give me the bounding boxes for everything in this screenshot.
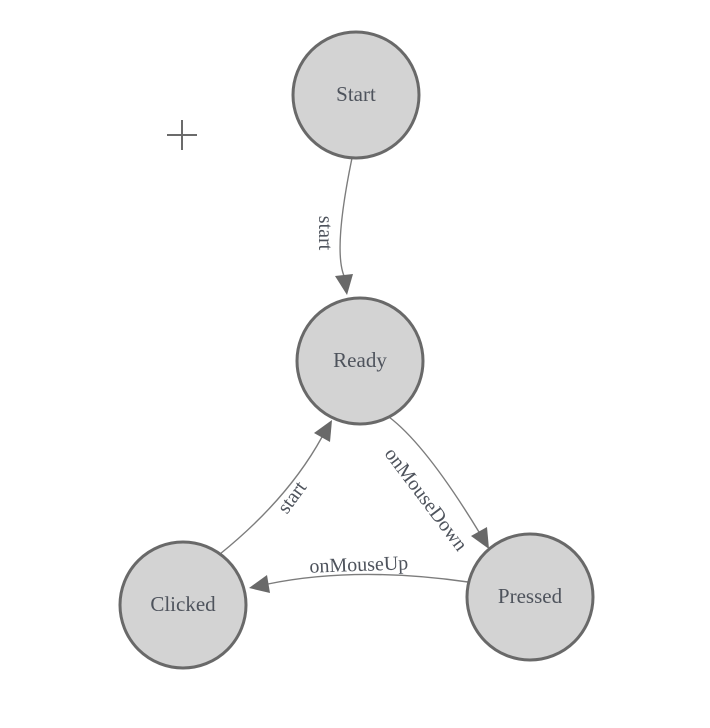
state-node-clicked: Clicked xyxy=(118,540,248,670)
transition-clicked-to-ready: start xyxy=(219,420,332,555)
arrowhead-icon xyxy=(471,527,489,549)
state-label-clicked: Clicked xyxy=(150,592,216,616)
transition-path[interactable] xyxy=(219,436,323,555)
state-node-ready: Ready xyxy=(295,296,425,426)
state-label-start: Start xyxy=(336,82,376,106)
transition-pressed-to-clicked: onMouseUp xyxy=(249,552,469,593)
transition-label: start xyxy=(314,216,336,251)
state-circle-start[interactable] xyxy=(291,30,421,160)
state-circle-ready[interactable] xyxy=(295,296,425,426)
arrowhead-icon xyxy=(249,575,270,593)
state-circle-pressed[interactable] xyxy=(465,532,595,662)
transition-start-to-ready: start xyxy=(314,157,353,295)
transition-path[interactable] xyxy=(388,416,480,533)
crosshair-icon xyxy=(167,120,197,150)
transition-path[interactable] xyxy=(339,157,353,280)
arrowhead-icon xyxy=(314,420,332,442)
transition-path[interactable] xyxy=(267,573,469,585)
transition-label: start xyxy=(273,477,311,518)
state-node-pressed: Pressed xyxy=(465,532,595,662)
transition-label: onMouseUp xyxy=(309,552,409,577)
arrowhead-icon xyxy=(335,274,353,295)
state-label-ready: Ready xyxy=(333,348,387,372)
transition-ready-to-pressed: onMouseDown xyxy=(380,416,489,555)
state-node-start: Start xyxy=(291,30,421,160)
state-label-pressed: Pressed xyxy=(498,584,563,608)
state-circle-clicked[interactable] xyxy=(118,540,248,670)
